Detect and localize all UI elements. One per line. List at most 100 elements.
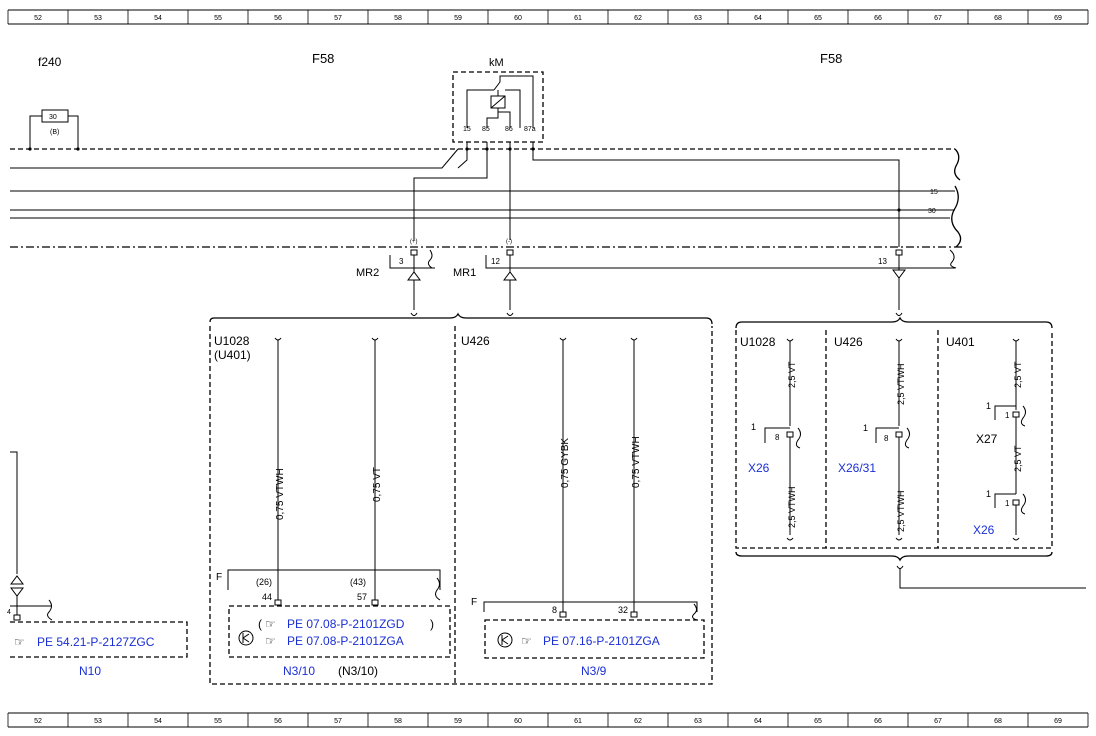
ruler-cell: 68	[994, 15, 1002, 22]
ruler-cell: 53	[94, 15, 102, 22]
pin-26: (26)	[256, 577, 272, 587]
ruler-cell: 69	[1054, 15, 1062, 22]
ruler-cell: 60	[514, 718, 522, 725]
ruler-cell: 67	[934, 15, 942, 22]
relay-pin-87a: 87a	[524, 126, 536, 133]
connector-x27: 1 1 2,5 VT X27 2,5 VT	[976, 338, 1026, 494]
pin-1-c: 1	[986, 401, 991, 411]
component-n3-10-label: N3/10	[283, 664, 315, 678]
ruler-cell: 63	[694, 718, 702, 725]
mr2-label: MR2	[356, 267, 379, 279]
ruler-cell: 61	[574, 718, 582, 725]
ruler-cell: 54	[154, 15, 162, 22]
component-n3-9: F 8 32 ☞ PE 07.16-P-2101ZGA N3/9	[471, 597, 705, 678]
wires-left-group: 0,75 VTWH 0,75 VT 0,75 GYBK 0,75 VTWH	[274, 337, 642, 612]
connector-13: 13	[878, 249, 906, 316]
ref-pe-0716: PE 07.16-P-2101ZGA	[543, 634, 660, 648]
ruler-cell: 58	[394, 718, 402, 725]
wire-vt-25-c: 2,5 VT	[1013, 445, 1023, 472]
ref-pe-0708-zga: PE 07.08-P-2101ZGA	[287, 634, 404, 648]
relay-pin-86: 86	[505, 126, 513, 133]
ruler-cell: 54	[154, 718, 162, 725]
ruler-cell: 57	[334, 15, 342, 22]
ruler-cell: 59	[454, 718, 462, 725]
ruler-cell: 62	[634, 15, 642, 22]
hand-icon: ☞	[265, 634, 276, 648]
pin-44: 44	[262, 592, 272, 602]
bus-label-15: 15	[930, 189, 938, 196]
connector-x27-label: X27	[976, 432, 998, 446]
mr1-pin: 12	[491, 257, 500, 266]
connector-x26-b: 1 1 X26	[973, 489, 1026, 541]
connector-x26-a: 1 8 2,5 VT 2,5 VTWH X26	[748, 338, 801, 541]
variant-group-right: U1028 U426 U401	[735, 316, 1086, 589]
ruler-cell: 60	[514, 15, 522, 22]
ref-paren-open: (	[258, 617, 262, 631]
block-u426-r: U426	[834, 335, 863, 349]
pin-f-mid: F	[471, 597, 477, 608]
wire-vtwh-075-b: 0,75 VTWH	[631, 436, 642, 488]
block-u401: (U401)	[214, 348, 251, 362]
connector-mr2: (+) MR2 3	[356, 239, 435, 316]
wire-vtwh-25-b: 2,5 VTWH	[896, 363, 906, 405]
block-u1028-r: U1028	[740, 335, 776, 349]
ruler-cell: 69	[1054, 718, 1062, 725]
component-n3-10-paren: (N3/10)	[338, 664, 378, 678]
relay-pin-85: 85	[482, 126, 490, 133]
harness-bus: 15 30	[10, 148, 962, 248]
ruler-cell: 53	[94, 718, 102, 725]
ruler-cell: 56	[274, 15, 282, 22]
ruler-cell: 63	[694, 15, 702, 22]
wire-vtwh-25-c: 2,5 VTWH	[896, 490, 906, 532]
connector-x26-31-label: X26/31	[838, 461, 876, 475]
component-n3-10: F (26) (43) 44 57 ( ☞ PE 07.08-P-2101ZGD…	[216, 569, 451, 678]
label-km: kM	[489, 57, 504, 69]
block-u401-r: U401	[946, 335, 975, 349]
ref-pe-0708-zgd: PE 07.08-P-2101ZGD	[287, 617, 405, 631]
pin-4: 4	[7, 609, 11, 616]
variant-group-left: U1028 (U401) U426	[209, 312, 713, 685]
pin-57: 57	[357, 592, 367, 602]
relay-wires	[413, 142, 900, 247]
connector-x26-b-label: X26	[973, 523, 995, 537]
pin-1-a: 1	[751, 422, 756, 432]
block-u1028: U1028	[214, 334, 250, 348]
ruler-cell: 65	[814, 718, 822, 725]
ruler-cell: 67	[934, 718, 942, 725]
wire-vt-25-b: 2,5 VT	[1013, 361, 1023, 388]
pin-1-d2: 1	[1005, 499, 1010, 508]
label-f58-right: F58	[820, 51, 842, 66]
wire-vtwh-075-a: 0,75 VTWH	[275, 468, 286, 520]
fuse-value: 30	[49, 114, 57, 121]
ruler-cell: 68	[994, 718, 1002, 725]
mr2-pin: 3	[399, 257, 404, 266]
ruler-cell: 59	[454, 15, 462, 22]
mr2-plus: (+)	[410, 239, 418, 245]
hand-icon: ☞	[265, 617, 276, 631]
pin-f-left: F	[216, 572, 222, 583]
block-u426: U426	[461, 334, 490, 348]
ref-pe-5421: PE 54.21-P-2127ZGC	[37, 635, 155, 649]
wire-gybk-075: 0,75 GYBK	[560, 438, 571, 488]
fuse-f240: 30 (B)	[28, 109, 80, 151]
mr1-label: MR1	[453, 267, 476, 279]
ruler-cell: 64	[754, 718, 762, 725]
ruler-cell: 52	[34, 15, 42, 22]
hand-icon: ☞	[521, 634, 532, 648]
ruler-cell: 66	[874, 15, 882, 22]
label-f58-left: F58	[312, 51, 334, 66]
mr1-minus: (-)	[506, 239, 512, 245]
wire-vtwh-25-a: 2,5 VTWH	[787, 486, 797, 528]
relay-km: 15 85 86 87a	[452, 71, 544, 143]
component-n3-9-label: N3/9	[581, 664, 607, 678]
pin-1-d: 1	[986, 489, 991, 499]
wire-vt-25-a: 2,5 VT	[787, 361, 797, 388]
pin-1-b: 1	[863, 423, 868, 433]
component-n10: 4 ☞ PE 54.21-P-2127ZGC N10	[7, 451, 188, 678]
label-f240: f240	[38, 55, 62, 69]
pin-8-b: 8	[884, 434, 889, 443]
ruler-cell: 55	[214, 718, 222, 725]
